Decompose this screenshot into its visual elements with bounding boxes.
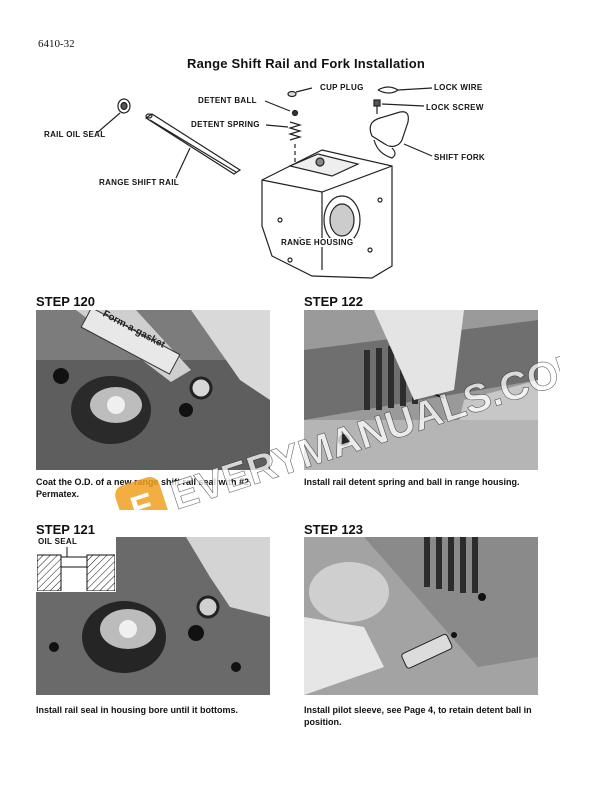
diagram-drawing: [97, 86, 433, 279]
label-detent-ball: DETENT BALL: [198, 96, 257, 105]
step-121-heading: STEP 121: [36, 522, 96, 537]
label-range-housing: RANGE HOUSING: [280, 238, 355, 247]
label-lock-screw: LOCK SCREW: [426, 103, 484, 112]
step-120-heading: STEP 120: [36, 294, 96, 309]
step-120-photo: Form-a-gasket: [36, 310, 270, 470]
label-cup-plug: CUP PLUG: [320, 83, 364, 92]
step-123-caption: Install pilot sleeve, see Page 4, to ret…: [304, 705, 532, 727]
label-lock-wire: LOCK WIRE: [434, 83, 483, 92]
step-122-caption: Install rail detent spring and ball in r…: [304, 477, 520, 487]
label-range-shift-rail: RANGE SHIFT RAIL: [99, 178, 179, 187]
label-detent-spring: DETENT SPRING: [191, 120, 260, 129]
step-121-caption: Install rail seal in housing bore until …: [36, 705, 239, 715]
label-shift-fork: SHIFT FORK: [434, 153, 485, 162]
step-123-heading: STEP 123: [304, 522, 364, 537]
step-122-heading: STEP 122: [304, 294, 364, 309]
oil-seal-inset: [36, 547, 116, 592]
exploded-diagram: CUP PLUG LOCK WIRE DETENT BALL LOCK SCRE…: [0, 70, 612, 290]
inset-label-oil-seal: OIL SEAL: [38, 537, 78, 546]
step-123-photo: [304, 537, 538, 695]
step-120-caption: Coat the O.D. of a new range shift rail …: [36, 477, 250, 499]
page-number: 6410-32: [38, 38, 75, 50]
step-122-photo: [304, 310, 538, 470]
label-rail-oil-seal: RAIL OIL SEAL: [44, 130, 106, 139]
page-title: Range Shift Rail and Fork Installation: [186, 56, 425, 71]
